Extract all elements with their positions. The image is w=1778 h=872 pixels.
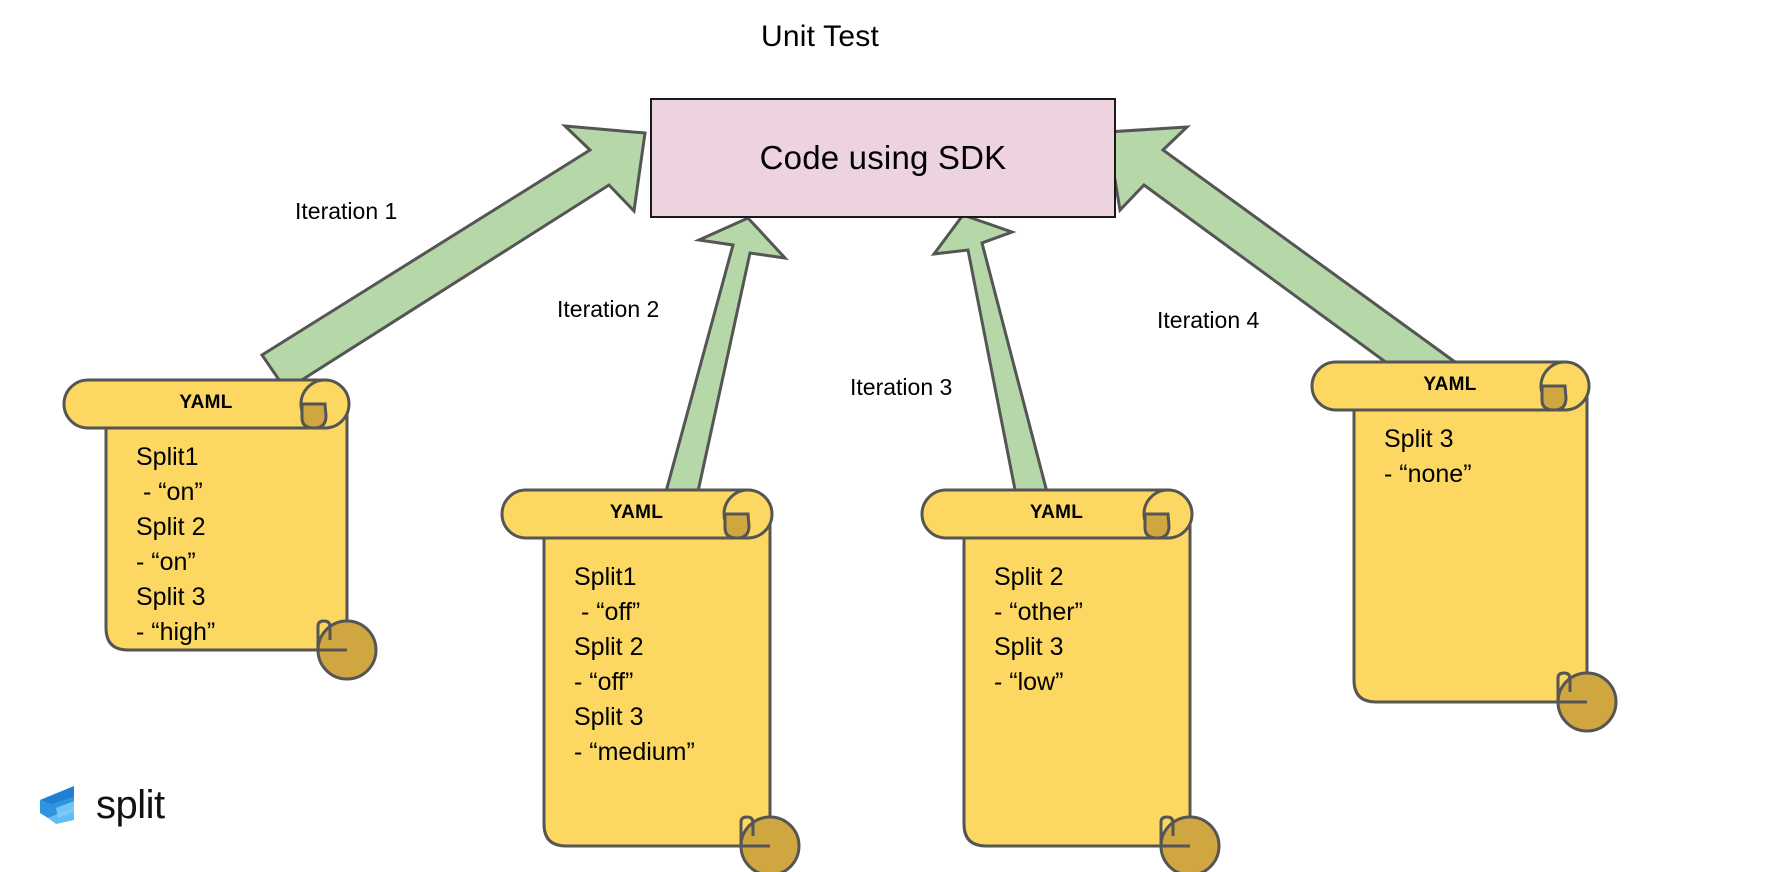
yaml-scroll-1-content: Split1 - “on” Split 2 - “on” Split 3 - “… bbox=[136, 443, 216, 646]
node-code-using-sdk-label: Code using SDK bbox=[759, 139, 1007, 176]
yaml-scroll-2-content: Split1 - “off” Split 2 - “off” Split 3 -… bbox=[574, 563, 695, 766]
diagram-title: Unit Test bbox=[761, 20, 879, 53]
split-logo-wordmark: split bbox=[96, 783, 165, 827]
yaml-scroll-4[interactable]: YAML Split 3 - “none” bbox=[1310, 360, 1618, 750]
scroll-bottom-curl-notch-3 bbox=[1159, 815, 1190, 848]
edge-label-iteration-4: Iteration 4 bbox=[1157, 307, 1260, 333]
yaml-scroll-1-header: YAML bbox=[179, 392, 233, 413]
split-logo-mark bbox=[40, 786, 74, 824]
scroll-top-curl-inner-1 bbox=[300, 402, 328, 430]
yaml-scroll-3-header: YAML bbox=[1029, 502, 1084, 523]
arrow-iteration-4 bbox=[1105, 125, 1458, 399]
yaml-scroll-4-content: Split 3 - “none” bbox=[1384, 425, 1472, 488]
edge-label-iteration-3: Iteration 3 bbox=[850, 374, 953, 400]
split-logo-shape-highlight bbox=[56, 801, 74, 818]
arrow-iteration-2 bbox=[659, 216, 789, 521]
scroll-top-curl-inner-4 bbox=[1540, 384, 1568, 412]
split-logo-shape-mid bbox=[40, 797, 74, 818]
scroll-bottom-curl-notch-1 bbox=[316, 619, 347, 652]
scroll-top-curl-inner-3 bbox=[1143, 512, 1171, 540]
scroll-bottom-curl-notch-2 bbox=[739, 815, 770, 848]
split-logo-shape-top bbox=[40, 786, 74, 805]
scroll-top-curl-inner-2 bbox=[723, 512, 751, 540]
yaml-scroll-1[interactable]: YAML Split1 - “on” Split 2 - “on” Split … bbox=[62, 378, 402, 681]
edge-label-iteration-2: Iteration 2 bbox=[557, 296, 660, 322]
arrow-iteration-1 bbox=[259, 124, 647, 393]
edge-label-iteration-1: Iteration 1 bbox=[295, 198, 398, 224]
split-logo: split bbox=[36, 782, 165, 828]
scroll-bottom-curl-notch-4 bbox=[1556, 671, 1587, 704]
yaml-scroll-3[interactable]: YAML Split 2 - “other” Split 3 - “low” bbox=[920, 488, 1221, 872]
yaml-scroll-2[interactable]: YAML Split1 - “off” Split 2 - “off” Spli… bbox=[500, 488, 801, 872]
yaml-scroll-4-header: YAML bbox=[1423, 374, 1477, 395]
node-code-using-sdk[interactable]: Code using SDK bbox=[650, 98, 1116, 218]
yaml-scroll-3-content: Split 2 - “other” Split 3 - “low” bbox=[994, 563, 1083, 696]
arrow-iteration-3 bbox=[930, 213, 1050, 507]
yaml-scroll-2-header: YAML bbox=[609, 502, 664, 523]
